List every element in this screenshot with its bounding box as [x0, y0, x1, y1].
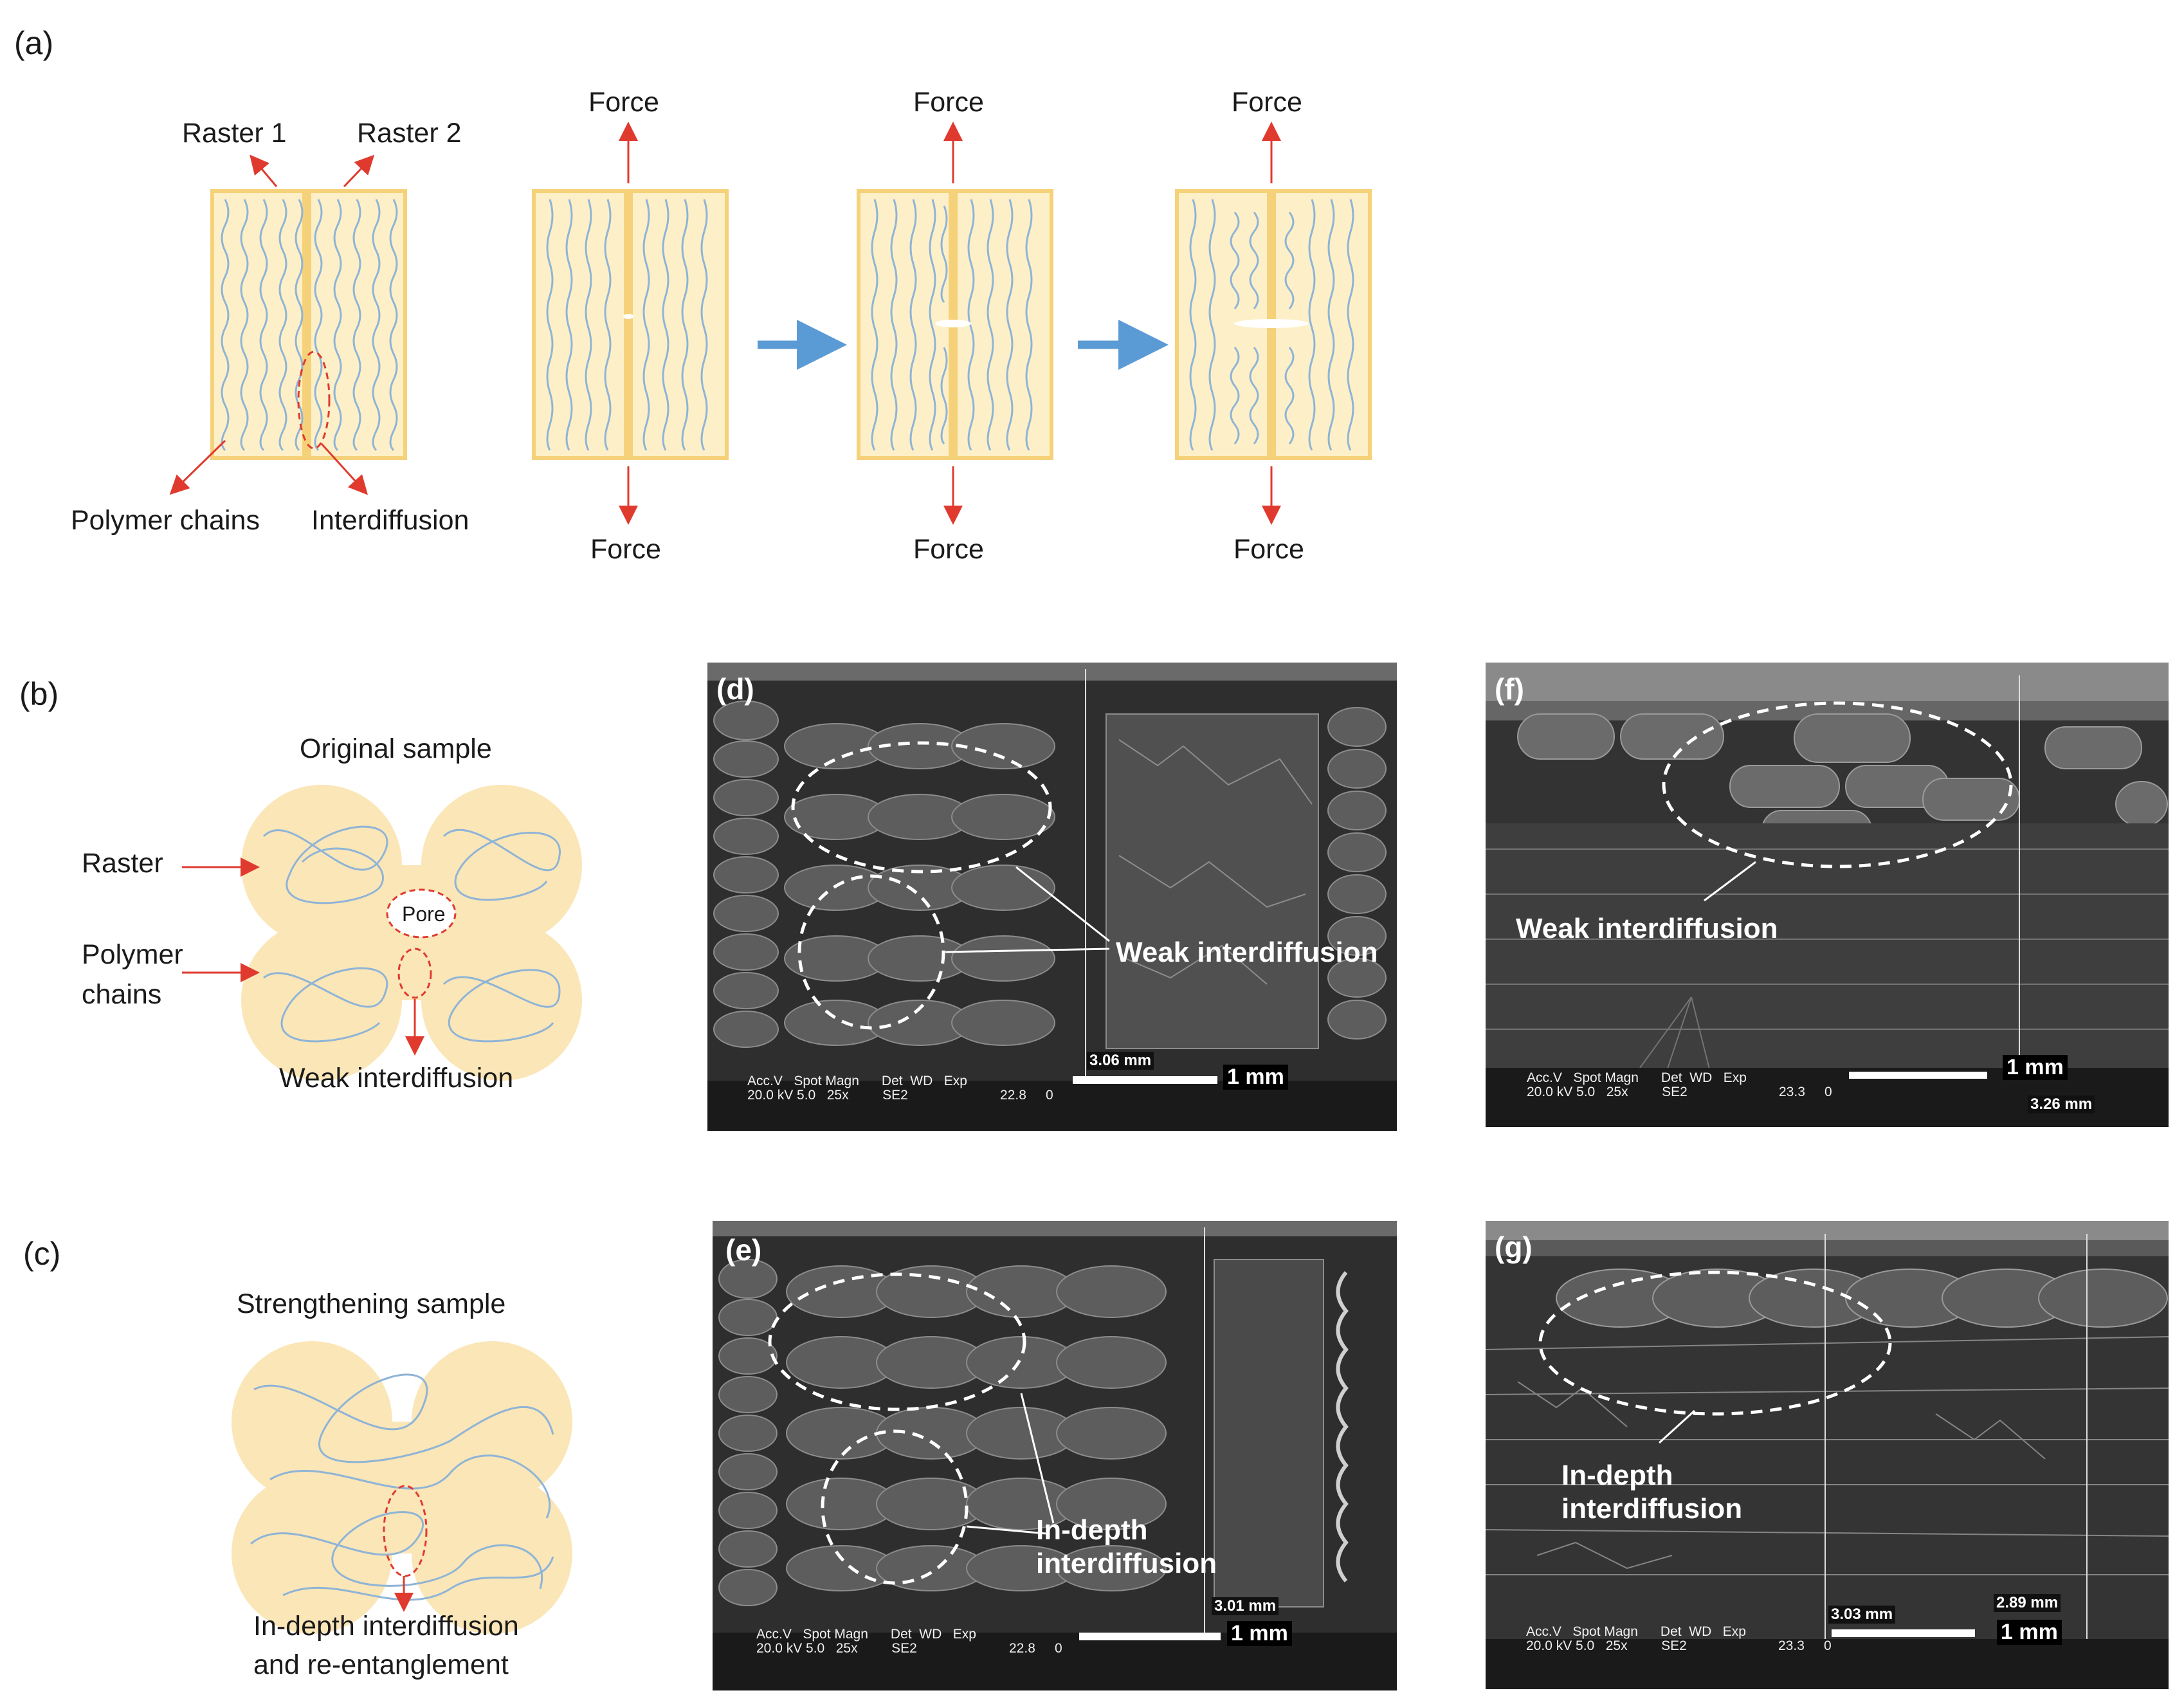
panel-label-a: (a)	[14, 25, 54, 61]
sem-image-d: (d) Weak interdiffusion 3.06 mm 1 mm Acc…	[707, 663, 1397, 1131]
raster-pair-force-1	[532, 122, 729, 525]
label-polymer-chains: Polymer chains	[71, 505, 260, 536]
label-in-depth-2: and re-entanglement	[253, 1649, 509, 1680]
sem-wd-g: 23.3	[1778, 1638, 1805, 1653]
sem-wd-d: 22.8	[1000, 1088, 1026, 1103]
panel-label-f: (f)	[1495, 672, 1524, 706]
note-weak-interdiffusion-d: Weak interdiffusion	[1116, 937, 1378, 968]
panel-c-title: Strengthening sample	[237, 1288, 506, 1319]
label-force-bottom-3: Force	[1233, 534, 1304, 565]
sem-image-e: (e) In-depth interdiffusion 3.01 mm 1 mm…	[713, 1221, 1397, 1690]
sem-exp-e: 0	[1055, 1641, 1062, 1656]
sem-info-e: Acc.V Spot Magn Det WD Exp 20.0 kV 5.0 2…	[756, 1627, 976, 1656]
scalebar-label-d: 1 mm	[1223, 1065, 1288, 1090]
panel-c-blob	[232, 1341, 572, 1634]
measure-g-2: 2.89 mm	[1994, 1594, 2061, 1612]
sem-exp-g: 0	[1824, 1638, 1832, 1653]
panel-label-e: (e)	[725, 1233, 762, 1267]
panel-label-g: (g)	[1495, 1231, 1533, 1264]
label-raster-1: Raster 1	[182, 118, 287, 149]
sem-image-g: (g) In-depth interdiffusion 3.03 mm 2.89…	[1486, 1221, 2169, 1689]
label-polymer: Polymer	[82, 939, 183, 970]
label-force-bottom-2: Force	[913, 534, 984, 565]
raster-pair-initial	[169, 154, 407, 495]
scalebar-label-e: 1 mm	[1227, 1621, 1292, 1646]
sem-exp-f: 0	[1825, 1085, 1832, 1099]
note-in-depth-e-2: interdiffusion	[1036, 1548, 1217, 1579]
label-chains: chains	[82, 979, 162, 1010]
label-raster: Raster	[82, 848, 163, 879]
panel-b-blob	[182, 785, 582, 1081]
label-force-top-2: Force	[913, 87, 984, 118]
scalebar-label-g: 1 mm	[1997, 1620, 2062, 1645]
measure-d: 3.06 mm	[1087, 1052, 1154, 1070]
panel-label-d: (d)	[716, 672, 754, 706]
sem-info-d: Acc.V Spot Magn Det WD Exp 20.0 kV 5.0 2…	[747, 1074, 967, 1103]
label-force-bottom-1: Force	[590, 534, 661, 565]
label-in-depth-1: In-depth interdiffusion	[253, 1611, 519, 1642]
measure-f: 3.26 mm	[2028, 1095, 2095, 1113]
panel-label-b: (b)	[19, 676, 59, 712]
panel-label-c: (c)	[23, 1236, 61, 1272]
label-interdiffusion: Interdiffusion	[311, 505, 469, 536]
sem-image-f: (f) Weak interdiffusion 3.26 mm 1 mm Acc…	[1486, 663, 2169, 1127]
sem-info-f: Acc.V Spot Magn Det WD Exp 20.0 kV 5.0 2…	[1527, 1070, 1747, 1099]
measure-g-1: 3.03 mm	[1828, 1606, 1896, 1624]
label-force-top-1: Force	[588, 87, 659, 118]
label-force-top-3: Force	[1232, 87, 1302, 118]
note-in-depth-g-2: interdiffusion	[1561, 1493, 1743, 1525]
note-in-depth-e-1: In-depth	[1036, 1514, 1148, 1546]
raster-pair-force-2	[857, 122, 1053, 525]
scalebar-label-f: 1 mm	[2003, 1055, 2068, 1080]
sem-wd-f: 23.3	[1779, 1085, 1805, 1099]
label-pore: Pore	[402, 902, 446, 926]
note-in-depth-g-1: In-depth	[1561, 1460, 1673, 1491]
raster-pair-force-3	[1175, 122, 1372, 525]
label-weak-interdiffusion: Weak interdiffusion	[279, 1063, 514, 1094]
sem-wd-e: 22.8	[1009, 1641, 1035, 1656]
label-raster-2: Raster 2	[357, 118, 462, 149]
panel-b-title: Original sample	[300, 733, 492, 764]
sem-exp-d: 0	[1046, 1088, 1053, 1103]
note-weak-interdiffusion-f: Weak interdiffusion	[1516, 913, 1778, 944]
measure-e: 3.01 mm	[1212, 1597, 1279, 1615]
sem-info-g: Acc.V Spot Magn Det WD Exp 20.0 kV 5.0 2…	[1526, 1624, 1746, 1653]
